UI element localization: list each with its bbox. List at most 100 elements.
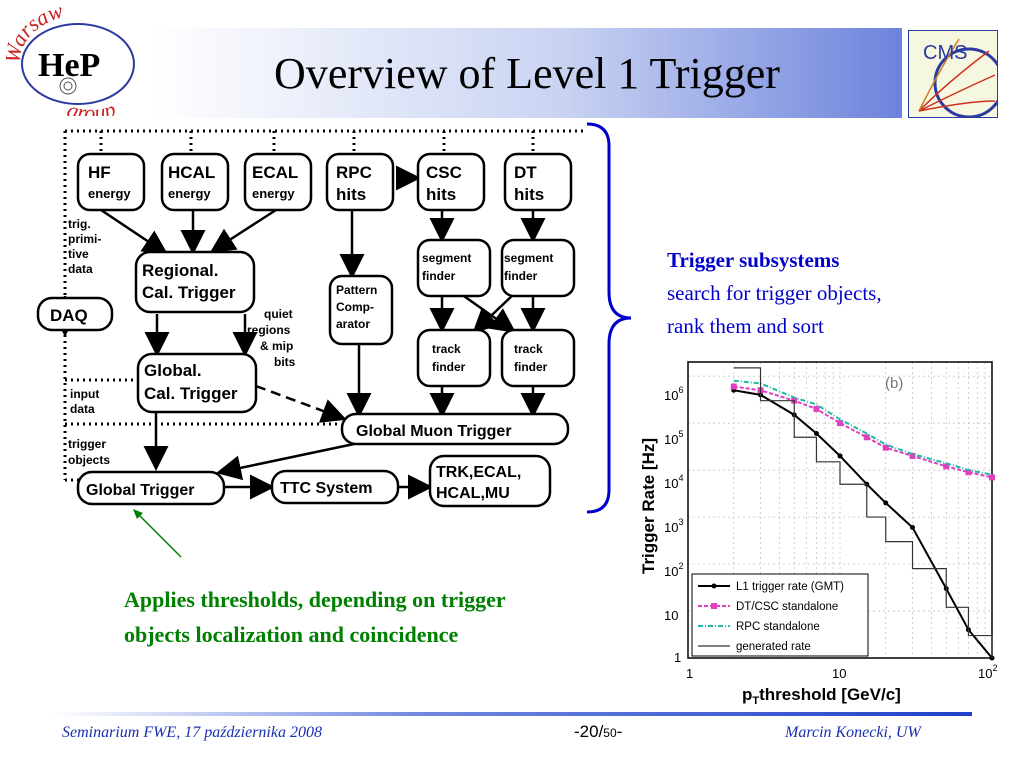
box-dt-l2: hits — [514, 185, 544, 204]
legend-rpc: RPC standalone — [736, 621, 820, 633]
hep-group-logo: Warsaw group HeP — [6, 4, 135, 116]
series-dtcsc-point — [863, 434, 870, 441]
label-quiet-l1: quiet — [264, 307, 293, 321]
cms-logo: CMS — [908, 30, 1005, 119]
legend-dtcsc: DT/CSC standalone — [736, 601, 838, 613]
x-tick-1: 1 — [686, 666, 693, 681]
plot-frame — [687, 361, 993, 659]
series-generated-line — [733, 367, 993, 658]
series-dtcsc-point — [965, 469, 972, 476]
series-dtcsc-line — [733, 385, 993, 479]
box-global-muon-trigger: Global Muon Trigger — [356, 423, 512, 440]
series-gmt-point — [813, 431, 819, 437]
box-rpc-l2: hits — [336, 185, 366, 204]
logo-bottom-word: group — [65, 96, 119, 116]
cms-logo-text: CMS — [923, 42, 967, 64]
plot-y-label: Trigger Rate [Hz] — [639, 438, 658, 574]
box-rpc-l1: RPC — [336, 163, 372, 182]
box-track2-l1: track — [514, 342, 543, 356]
series-dtcsc-point — [730, 383, 737, 390]
y-tick-1e4: 104 — [664, 473, 683, 491]
legend-gmt: L1 trigger rate (GMT) — [736, 581, 844, 593]
y-tick-10: 10 — [664, 608, 678, 623]
box-seg1-l2: finder — [422, 269, 456, 283]
label-trig-l4: data — [68, 262, 93, 276]
box-global-cal-l1: Global. — [144, 361, 202, 380]
label-quiet-l2: regions — [247, 323, 291, 337]
title-bar — [152, 28, 902, 118]
box-regional-l2: Cal. Trigger — [142, 283, 236, 302]
box-global-trigger: Global Trigger — [86, 482, 194, 499]
series-gmt-point — [883, 500, 889, 506]
series-gmt-point — [910, 524, 916, 530]
subsystems-line2: search for trigger objects, — [667, 281, 882, 305]
trigger-subsystems-text: Trigger subsystems search for trigger ob… — [667, 244, 1007, 343]
subsystems-line3: rank them and sort — [667, 314, 824, 338]
label-quiet-l3: & mip — [260, 339, 293, 353]
footer-page-number: -20/50- — [574, 722, 623, 741]
box-csc-l2: hits — [426, 185, 456, 204]
box-hf-l2: energy — [88, 186, 131, 201]
box-hf-l1: HF — [88, 163, 111, 182]
box-seg1-l1: segment — [422, 251, 471, 265]
thresholds-annotation: Applies thresholds, depending on trigger… — [124, 582, 644, 652]
trigger-rate-plot: (b) 106 105 104 103 102 10 1 1 10 102 Tr… — [639, 361, 997, 707]
box-global-cal-l2: Cal. Trigger — [144, 384, 238, 403]
label-input-l2: data — [70, 402, 95, 416]
series-rpc-line — [733, 379, 993, 476]
box-hcal-l1: HCAL — [168, 163, 215, 182]
series-dtcsc-point — [813, 405, 820, 412]
subsystems-heading: Trigger subsystems — [667, 248, 840, 272]
box-ttc-system: TTC System — [280, 480, 372, 497]
box-regional-l1: Regional. — [142, 261, 219, 280]
box-track1-l2: finder — [432, 360, 466, 374]
box-pattern-l2: Comp- — [336, 300, 374, 314]
box-pattern-l3: arator — [336, 317, 370, 331]
plot-x-label: pTthreshold [GeV/c] — [742, 685, 901, 707]
y-tick-1e3: 103 — [664, 517, 683, 535]
footer-author: Marcin Konecki, UW — [785, 724, 921, 741]
box-daq: DAQ — [50, 306, 88, 325]
box-seg2-l1: segment — [504, 251, 553, 265]
y-tick-1: 1 — [674, 650, 681, 665]
y-tick-1e6: 106 — [664, 385, 683, 403]
footer-seminar: Seminarium FWE, 17 października 2008 — [62, 724, 322, 741]
legend-generated: generated rate — [736, 641, 811, 653]
box-hcal-l2: energy — [168, 186, 211, 201]
y-tick-1e5: 105 — [664, 429, 683, 447]
box-trk-l1: TRK,ECAL, — [436, 464, 521, 481]
label-trig-l2: primi- — [68, 232, 101, 246]
series-gmt-point — [837, 453, 843, 459]
box-ecal-l2: energy — [252, 186, 295, 201]
series-dtcsc-point — [989, 474, 995, 481]
plot-panel-label: (b) — [885, 375, 903, 392]
annotation-line2: objects localization and coincidence — [124, 622, 459, 647]
label-input-l1: input — [70, 387, 99, 401]
label-trigger-objects-l2: objects — [68, 453, 110, 467]
box-ecal-l1: ECAL — [252, 163, 298, 182]
footer-rule — [52, 712, 972, 716]
series-dtcsc-point — [909, 452, 916, 459]
box-dt-l1: DT — [514, 163, 537, 182]
plot-legend: L1 trigger rate (GMT) DT/CSC standalone … — [691, 573, 869, 657]
box-seg2-l2: finder — [504, 269, 538, 283]
slide-title: Overview of Level 1 Trigger — [274, 48, 780, 98]
box-track1-l1: track — [432, 342, 461, 356]
x-tick-100: 102 — [978, 663, 997, 681]
annotation-line1: Applies thresholds, depending on trigger — [124, 587, 506, 612]
box-track2-l2: finder — [514, 360, 548, 374]
label-trig-l1: trig. — [68, 217, 91, 231]
curly-brace — [586, 122, 632, 514]
y-tick-1e2: 102 — [664, 561, 683, 579]
label-trig-l3: tive — [68, 247, 89, 261]
green-arrow — [133, 509, 182, 558]
box-trk-l2: HCAL,MU — [436, 485, 510, 502]
box-pattern-l1: Pattern — [336, 283, 377, 297]
x-tick-10: 10 — [832, 666, 846, 681]
plot-series — [730, 367, 995, 661]
box-csc-l1: CSC — [426, 163, 462, 182]
series-dtcsc-point — [882, 444, 889, 451]
label-quiet-l4: bits — [274, 355, 296, 369]
series-dtcsc-point — [943, 463, 950, 470]
svg-text:group: group — [65, 96, 119, 116]
